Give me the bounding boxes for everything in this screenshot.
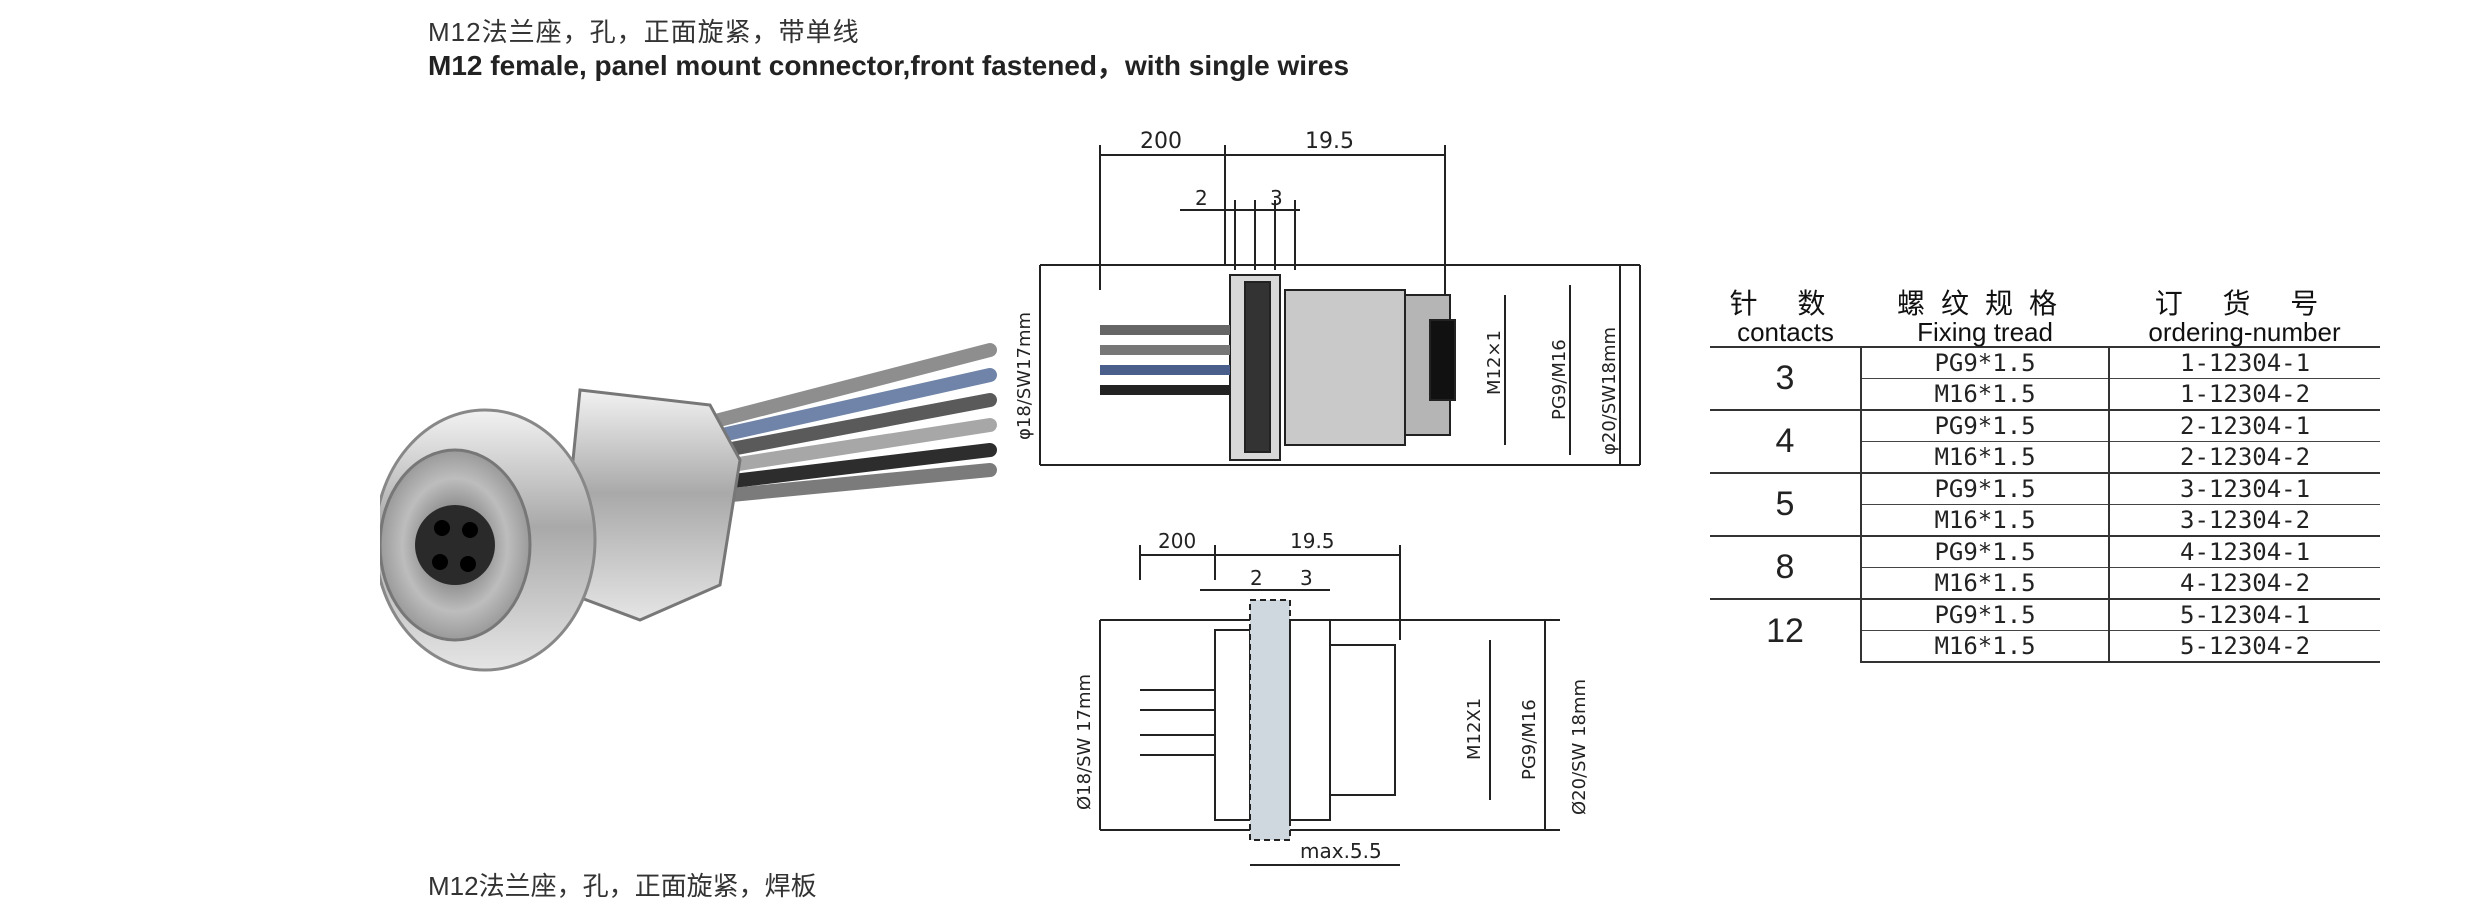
next-section-title: M12法兰座，孔，正面旋紧，焊板 [428, 871, 817, 901]
title-chinese: M12法兰座，孔，正面旋紧，带单线 [428, 17, 860, 47]
dim-bottom-d-right: Ø20/SW 18mm [1569, 679, 1590, 815]
dim-top-2: 2 [1195, 186, 1208, 210]
dim-bottom-200: 200 [1158, 529, 1196, 553]
dim-top-d-right: φ20/SW18mm [1599, 327, 1620, 455]
dim-top-d-left: φ18/SW17mm [1014, 312, 1035, 440]
dim-top-19-5: 19.5 [1305, 129, 1354, 154]
dim-bottom-2: 2 [1250, 566, 1263, 590]
dim-top-pg: PG9/M16 [1549, 339, 1570, 420]
wire-bundle [693, 343, 997, 505]
dim-top-3: 3 [1270, 186, 1283, 210]
dim-bottom-pg: PG9/M16 [1519, 699, 1540, 780]
title-english: M12 female, panel mount connector,front … [428, 50, 1350, 81]
dim-bottom-3: 3 [1300, 566, 1313, 590]
technical-drawings: 200 19.5 2 3 φ18/SW17mm M12×1 PG9/M16 φ2… [1014, 129, 1641, 866]
dim-bottom-d-left: Ø18/SW 17mm [1074, 674, 1095, 810]
dim-bottom-thread: M12X1 [1464, 698, 1485, 760]
product-photo [380, 343, 997, 672]
dim-bottom-19-5: 19.5 [1290, 529, 1335, 553]
dim-bottom-max: max.5.5 [1300, 839, 1382, 863]
dim-top-200: 200 [1140, 129, 1182, 154]
dim-top-thread: M12×1 [1484, 330, 1505, 395]
